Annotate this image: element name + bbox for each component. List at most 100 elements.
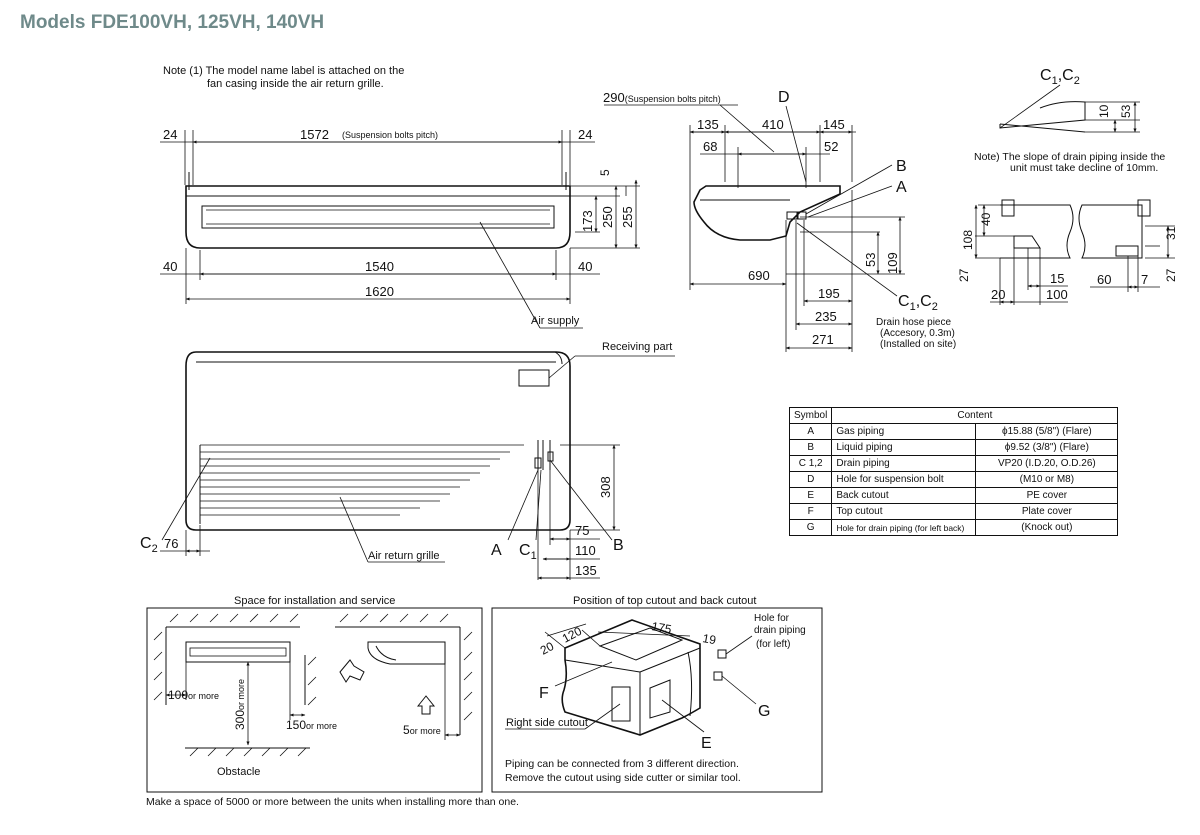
side-view: 290(Suspension bolts pitch) D 135 410 14… — [603, 89, 956, 352]
slope-note-line-2: unit must take decline of 10mm. — [1010, 162, 1158, 174]
label-g: G — [758, 703, 770, 720]
row-symbol: B — [788, 439, 833, 456]
page-title: Models FDE100VH, 125VH, 140VH — [20, 12, 325, 33]
row-name: Hole for suspension bolt — [831, 471, 977, 488]
row-value: Plate cover — [975, 503, 1119, 520]
row-name: Drain piping — [831, 455, 977, 472]
row-name: Hole for drain piping (for left back) — [831, 519, 977, 536]
row-symbol: E — [788, 487, 833, 504]
label-c1-front: C1 — [519, 542, 537, 562]
dim-109: 109 — [885, 252, 900, 274]
dim-110: 110 — [575, 543, 596, 558]
dim-40-left: 40 — [163, 259, 177, 274]
bottom-view: Receiving part 308 C2 76 — [140, 341, 675, 580]
dim-690: 690 — [748, 268, 770, 283]
label-c2: C2 — [140, 535, 158, 555]
dim-27-right: 27 — [1164, 268, 1178, 282]
note-line-1: Note (1) The model name label is attache… — [163, 65, 404, 77]
slope-note-line-1: Note) The slope of drain piping inside t… — [974, 151, 1165, 163]
air-supply-label: Air supply — [531, 315, 580, 327]
hole-label-line-2: drain piping — [754, 625, 806, 636]
row-symbol: D — [788, 471, 833, 488]
drain-hose-line-2: (Accesory, 0.3m) — [880, 328, 955, 339]
cutout-box: Position of top cutout and back cutout 2… — [491, 595, 823, 793]
row-name: Liquid piping — [831, 439, 977, 456]
hole-label-line-1: Hole for — [754, 613, 790, 624]
dim-40-detail: 40 — [979, 212, 993, 226]
row-name: Gas piping — [831, 423, 977, 440]
note-line-2: fan casing inside the air return grille. — [207, 78, 384, 90]
space-dim-5: 5or more — [403, 723, 441, 737]
row-name: Top cutout — [831, 503, 977, 520]
dim-308: 308 — [598, 476, 613, 498]
label-d: D — [778, 89, 790, 106]
row-symbol: G — [788, 519, 833, 536]
dim-24-left: 24 — [163, 127, 177, 142]
space-dim-150: 150or more — [286, 718, 337, 732]
table-header-row: Symbol Content — [788, 407, 1119, 424]
dim-1540: 1540 — [365, 259, 394, 274]
dim-235: 235 — [815, 309, 837, 324]
space-dim-300: 300or more — [233, 679, 247, 730]
dim-bolts-pitch: 1572 — [300, 127, 329, 142]
dim-255: 255 — [620, 206, 635, 228]
row-value: (Knock out) — [975, 519, 1119, 536]
dim-52: 52 — [824, 139, 838, 154]
space-box: Space for installation and service 100or… — [146, 595, 483, 793]
dim-10: 10 — [1097, 104, 1111, 118]
cutout-dim-19: 19 — [701, 631, 717, 647]
row-value: (M10 or M8) — [975, 471, 1119, 488]
obstacle-label: Obstacle — [217, 766, 260, 778]
label-a-front: A — [491, 542, 502, 559]
dim-5: 5 — [598, 169, 612, 176]
dim-135-side: 135 — [697, 117, 719, 132]
right-side-cutout-label: Right side cutout — [506, 717, 588, 729]
space-box-title: Space for installation and service — [234, 595, 395, 607]
label-f: F — [539, 685, 549, 702]
dim-250: 250 — [600, 206, 615, 228]
cutout-dim-120: 120 — [560, 624, 585, 646]
table-row: B Liquid piping ϕ9.52 (3/8") (Flare) — [788, 439, 1119, 456]
dim-100-detail: 100 — [1046, 287, 1068, 302]
cutout-dim-20: 20 — [538, 639, 557, 658]
front-view: 24 1572 (Suspension bolts pitch) 24 5 17… — [160, 127, 640, 329]
dim-75: 75 — [575, 523, 589, 538]
drain-hose-line-1: Drain hose piece — [876, 317, 951, 328]
dim-53-detail: 53 — [1119, 104, 1133, 118]
dim-195: 195 — [818, 286, 840, 301]
dim-31: 31 — [1164, 226, 1178, 240]
drain-hose-line-3: (Installed on site) — [880, 339, 956, 350]
dim-40-right: 40 — [578, 259, 592, 274]
detail-view: C1,C2 10 53 Note) The slope of drain pip… — [957, 67, 1178, 305]
header-symbol: Symbol — [788, 407, 833, 424]
label-b-side: B — [896, 158, 907, 175]
label-e: E — [701, 735, 712, 752]
piping-note-line-2: Remove the cutout using side cutter or s… — [505, 772, 741, 784]
row-value: ϕ15.88 (5/8") (Flare) — [975, 423, 1119, 440]
dim-27-left: 27 — [957, 268, 971, 282]
dim-271: 271 — [812, 332, 834, 347]
table-row: C 1,2 Drain piping VP20 (I.D.20, O.D.26) — [788, 455, 1119, 472]
air-return-grille-label: Air return grille — [368, 550, 440, 562]
table-row: A Gas piping ϕ15.88 (5/8") (Flare) — [788, 423, 1119, 440]
label-b-front: B — [613, 537, 624, 554]
label-c12-detail: C1,C2 — [1040, 67, 1080, 87]
label-a-side: A — [896, 179, 907, 196]
dim-53-side: 53 — [863, 253, 878, 267]
dim-135-front: 135 — [575, 563, 597, 578]
table-row: E Back cutout PE cover — [788, 487, 1119, 504]
hole-label-line-3: (for left) — [756, 639, 790, 650]
dim-173: 173 — [580, 210, 595, 232]
row-value: ϕ9.52 (3/8") (Flare) — [975, 439, 1119, 456]
dim-68: 68 — [703, 139, 717, 154]
table-row: F Top cutout Plate cover — [788, 503, 1119, 520]
dim-24-right: 24 — [578, 127, 592, 142]
dim-108: 108 — [961, 230, 975, 250]
row-symbol: F — [788, 503, 833, 520]
dim-15: 15 — [1050, 271, 1064, 286]
dim-60: 60 — [1097, 272, 1111, 287]
dim-76: 76 — [164, 536, 178, 551]
header-content: Content — [831, 407, 1119, 424]
row-symbol: A — [788, 423, 833, 440]
row-value: VP20 (I.D.20, O.D.26) — [975, 455, 1119, 472]
